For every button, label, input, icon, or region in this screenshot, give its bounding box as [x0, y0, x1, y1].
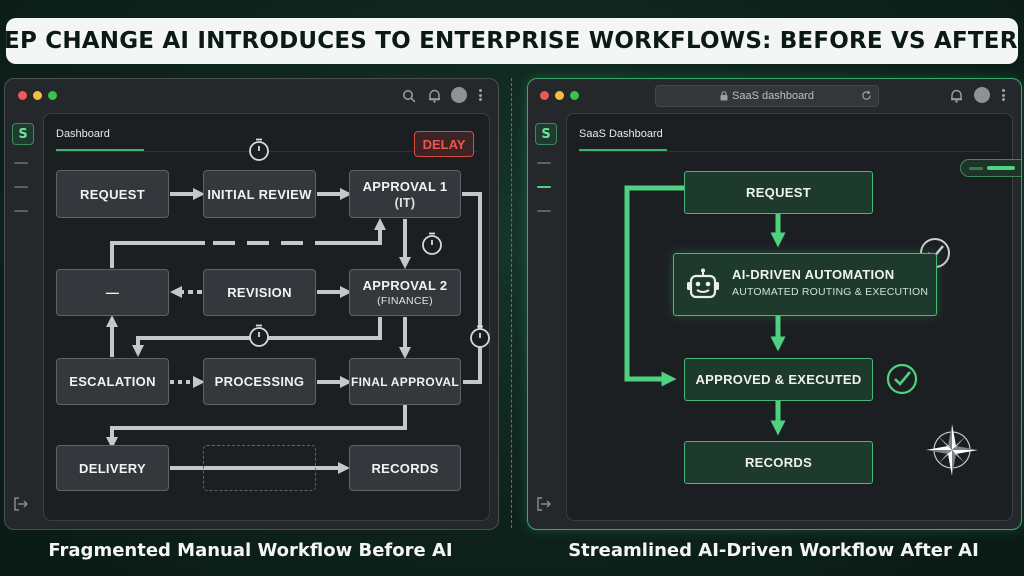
node-label: INITIAL REVIEW	[207, 186, 312, 202]
title-banner: STEP CHANGE AI INTRODUCES TO ENTERPRISE …	[0, 18, 1024, 64]
ai-node-title: AI-DRIVEN AUTOMATION	[732, 267, 895, 282]
tab-saas-dashboard[interactable]: SaaS Dashboard	[579, 128, 663, 140]
node-approval-1: APPROVAL 1(IT)	[349, 170, 461, 218]
node-final-approval: FINAL APPROVAL	[349, 358, 461, 405]
robot-icon	[687, 268, 719, 299]
before-caption: Fragmented Manual Workflow Before AI	[48, 540, 453, 561]
chevron-down-icon	[1021, 163, 1022, 173]
close-window-button[interactable]	[540, 91, 549, 100]
search-icon[interactable]	[402, 89, 416, 103]
app-logo-icon: S	[535, 123, 557, 145]
minimize-window-button[interactable]	[33, 91, 42, 100]
ai-node-automation: AI-DRIVEN AUTOMATION AUTOMATED ROUTING &…	[673, 253, 937, 316]
view-toggle[interactable]	[960, 159, 1022, 177]
logout-icon[interactable]	[536, 497, 552, 511]
url-bar[interactable]: SaaS dashboard	[655, 85, 879, 107]
ai-node-subtitle: AUTOMATED ROUTING & EXECUTION	[732, 286, 929, 298]
ai-node-approved-executed: APPROVED & EXECUTED	[684, 358, 873, 401]
node-label: —	[105, 285, 120, 300]
logout-icon[interactable]	[13, 497, 29, 511]
ai-node-request: REQUEST	[684, 171, 873, 214]
node-label: APPROVAL 2	[362, 278, 448, 293]
node-processing: PROCESSING	[203, 358, 316, 405]
node-initial-review: INITIAL REVIEW	[203, 170, 316, 218]
sidebar-item-1[interactable]	[14, 162, 28, 164]
minimize-window-button[interactable]	[555, 91, 564, 100]
more-menu-icon[interactable]	[479, 89, 482, 101]
tab-underline	[579, 149, 667, 151]
more-menu-icon[interactable]	[1002, 89, 1005, 101]
sidebar-item-2[interactable]	[14, 186, 28, 188]
maximize-window-button[interactable]	[570, 91, 579, 100]
reload-icon[interactable]	[861, 90, 872, 101]
node-label: APPROVAL 1	[362, 178, 448, 194]
sidebar-item-3[interactable]	[537, 210, 551, 212]
node-revision: REVISION	[203, 269, 316, 316]
maximize-window-button[interactable]	[48, 91, 57, 100]
avatar[interactable]	[451, 87, 467, 103]
node-request: REQUEST	[56, 170, 169, 218]
close-window-button[interactable]	[18, 91, 27, 100]
node-label: REQUEST	[746, 185, 811, 200]
node-blank: —	[56, 269, 169, 316]
node-label: REQUEST	[80, 186, 145, 202]
ai-node-records: RECORDS	[684, 441, 873, 484]
node-label: FINAL APPROVAL	[351, 374, 459, 389]
sidebar-item-2[interactable]	[537, 186, 551, 188]
node-approval-2: APPROVAL 2 (FINANCE)	[349, 269, 461, 316]
bell-icon[interactable]	[428, 89, 441, 103]
sidebar-item-1[interactable]	[537, 162, 551, 164]
node-label: REVISION	[227, 285, 292, 300]
page-title: STEP CHANGE AI INTRODUCES TO ENTERPRISE …	[0, 28, 1024, 54]
node-records: RECORDS	[349, 445, 461, 491]
node-label: APPROVED & EXECUTED	[695, 372, 862, 387]
node-sublabel: (IT)	[394, 195, 416, 210]
lock-icon	[720, 91, 728, 101]
node-label: RECORDS	[371, 460, 439, 476]
url-text: SaaS dashboard	[732, 90, 814, 102]
delay-badge: DELAY	[414, 131, 474, 157]
bell-icon[interactable]	[950, 89, 963, 103]
panel-rule	[579, 151, 1000, 152]
tab-dashboard[interactable]: Dashboard	[56, 128, 110, 140]
node-label: ESCALATION	[69, 374, 156, 389]
avatar[interactable]	[974, 87, 990, 103]
node-sublabel: (FINANCE)	[377, 295, 433, 307]
after-caption: Streamlined AI-Driven Workflow After AI	[568, 540, 979, 561]
node-label: PROCESSING	[214, 374, 305, 389]
node-label: RECORDS	[744, 455, 813, 470]
sidebar-item-3[interactable]	[14, 210, 28, 212]
divider	[511, 78, 513, 528]
tab-underline	[56, 149, 144, 151]
node-escalation: ESCALATION	[56, 358, 169, 405]
node-missing-step	[203, 445, 316, 491]
node-delivery: DELIVERY	[56, 445, 169, 491]
node-label: DELIVERY	[79, 460, 146, 476]
app-logo-icon: S	[12, 123, 34, 145]
